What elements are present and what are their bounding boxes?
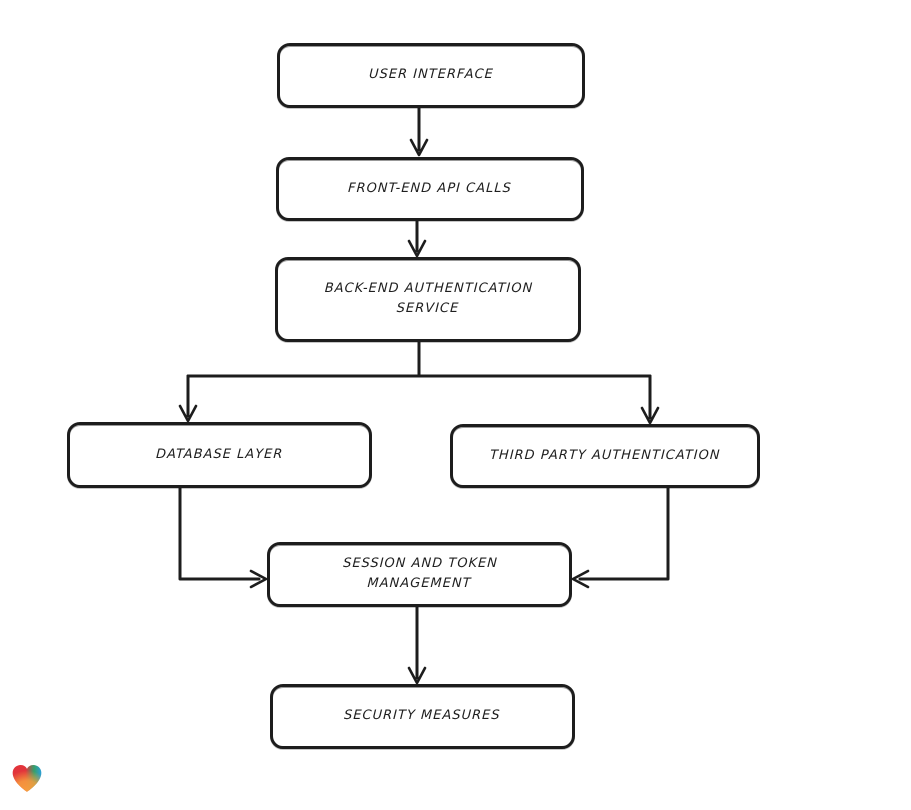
node-third-party-authentication-label: THIRD PARTY AUTHENTICATION bbox=[489, 447, 721, 463]
node-security-measures[interactable]: SECURITY MEASURES bbox=[270, 684, 575, 749]
node-user-interface-label: USER INTERFACE bbox=[368, 67, 494, 83]
node-database-layer[interactable]: DATABASE LAYER bbox=[67, 422, 372, 488]
node-third-party-authentication[interactable]: THIRD PARTY AUTHENTICATION bbox=[450, 424, 760, 488]
heart-icon bbox=[12, 765, 42, 792]
node-back-end-authentication-service[interactable]: BACK-END AUTHENTICATION SERVICE bbox=[275, 257, 581, 342]
node-front-end-api-calls[interactable]: FRONT-END API CALLS bbox=[276, 157, 584, 221]
node-front-end-api-calls-label: FRONT-END API CALLS bbox=[347, 180, 513, 196]
node-database-layer-label: DATABASE LAYER bbox=[155, 446, 284, 462]
node-session-and-token-management[interactable]: SESSION AND TOKEN MANAGEMENT bbox=[267, 542, 572, 607]
node-security-measures-label: SECURITY MEASURES bbox=[343, 708, 502, 724]
node-back-end-authentication-service-label: BACK-END AUTHENTICATION SERVICE bbox=[323, 281, 534, 317]
node-user-interface[interactable]: USER INTERFACE bbox=[277, 43, 585, 108]
gradient-heart-logo[interactable] bbox=[10, 761, 44, 795]
node-session-and-token-management-label: SESSION AND TOKEN MANAGEMENT bbox=[342, 556, 498, 592]
